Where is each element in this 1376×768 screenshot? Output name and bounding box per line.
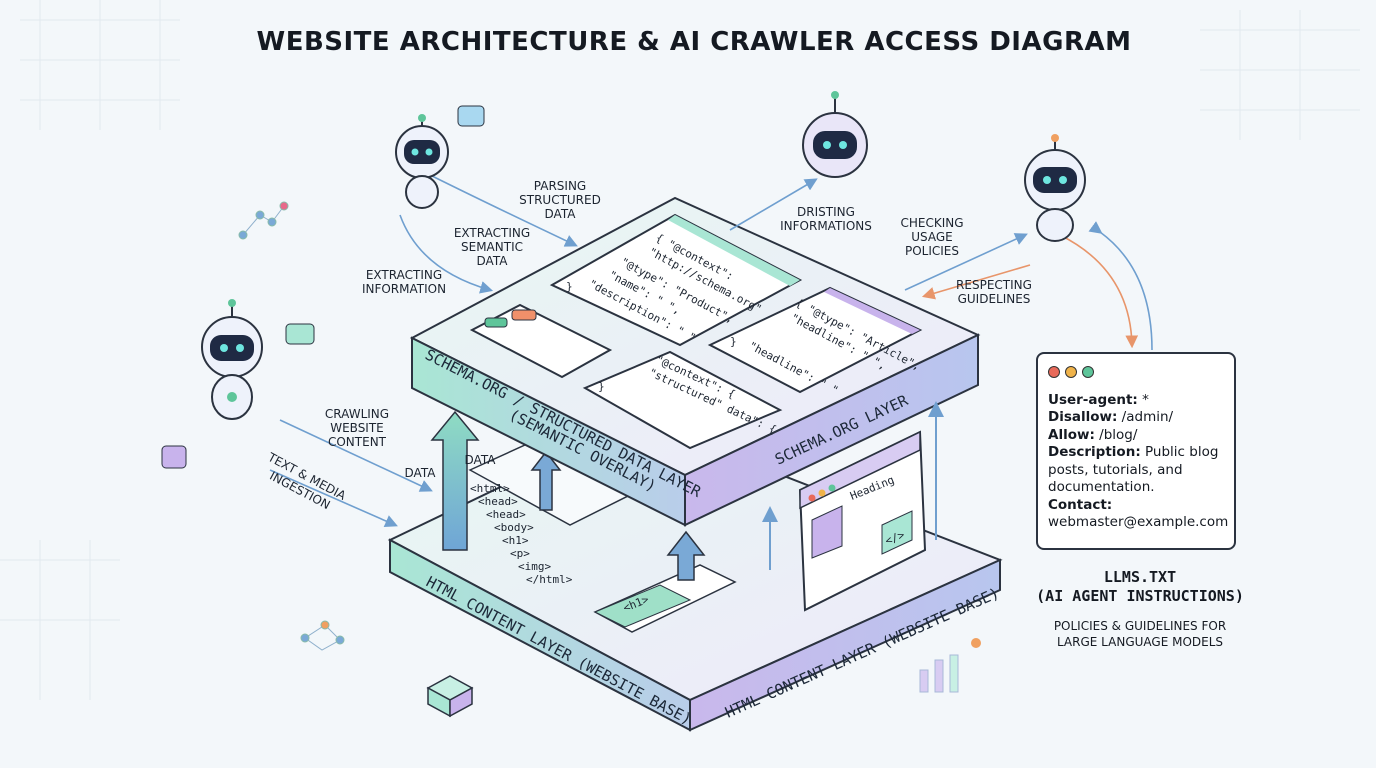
llms-line-description: Description: Public blog posts, tutorial… (1048, 444, 1219, 495)
llms-line-contact: Contact: (1048, 496, 1113, 513)
svg-text:WEBSITE: WEBSITE (330, 421, 384, 435)
llms-txt-card: User-agent: * Disallow: /admin/ Allow: /… (1036, 352, 1236, 550)
svg-text:CONTENT: CONTENT (328, 435, 387, 449)
llms-title: LLMS.TXT(AI AGENT INSTRUCTIONS) (1036, 568, 1244, 605)
svg-text:</html>: </html> (526, 573, 573, 586)
svg-text:<h1>: <h1> (502, 534, 529, 547)
data-label: DATA (465, 453, 497, 467)
svg-text:INFORMATIONS: INFORMATIONS (780, 219, 872, 233)
cube-icon (426, 675, 474, 718)
network-nodes-icon (238, 201, 345, 651)
schema-org-layer: SCHEMA.ORG / STRUCTURED DATA LAYER (SEMA… (409, 196, 981, 527)
svg-text:<img>: <img> (518, 560, 551, 573)
crawler-arrows (269, 169, 1028, 527)
arrow (921, 264, 1031, 300)
diagram-title: WEBSITE ARCHITECTURE & AI CRAWLER ACCESS… (257, 27, 1132, 57)
svg-text:RESPECTING: RESPECTING (956, 278, 1032, 292)
background-grid (0, 0, 1360, 700)
data-flow-arrows: DATA DATA (405, 410, 706, 581)
svg-text:}: } (566, 280, 573, 293)
llms-line-disallow: Disallow: /admin/ (1048, 409, 1174, 425)
svg-text:DRISTING: DRISTING (797, 205, 855, 219)
svg-text:USAGE: USAGE (911, 230, 953, 244)
svg-text:DATA: DATA (477, 254, 509, 268)
svg-text:DATA: DATA (545, 207, 577, 221)
data-label: DATA (405, 466, 437, 480)
browser-window-card: Heading </> (798, 430, 927, 612)
arrow (1088, 221, 1153, 351)
contact-email: webmaster@example.com (1048, 514, 1229, 530)
html-code-snippet: <html> <head> <head> <body> <h1> <p> <im… (470, 482, 573, 586)
svg-text:CRAWLING: CRAWLING (325, 407, 389, 421)
dot (971, 638, 981, 648)
window-controls (1048, 366, 1224, 384)
svg-text:<p>: <p> (510, 547, 530, 560)
llms-line-user-agent: User-agent: * (1048, 391, 1149, 408)
svg-text:<html>: <html> (470, 482, 510, 495)
svg-text:SEMANTIC: SEMANTIC (461, 240, 523, 254)
svg-text:<body>: <body> (494, 521, 534, 534)
svg-text:<head>: <head> (478, 495, 518, 508)
svg-text:EXTRACTING: EXTRACTING (366, 268, 442, 282)
ai-crawler-robot-icon (201, 299, 263, 420)
arrow (1059, 234, 1139, 349)
chat-bubble-icon (285, 323, 315, 345)
svg-text:POLICIES: POLICIES (905, 244, 959, 258)
chat-bubble-icon (457, 105, 485, 127)
ai-crawler-robot-icon (1024, 134, 1086, 242)
svg-text:STRUCTURED: STRUCTURED (519, 193, 601, 207)
llms-line-allow: Allow: /blog/ (1048, 426, 1138, 443)
svg-text:<head>: <head> (486, 508, 526, 521)
ai-crawler-robot-icon (802, 91, 868, 178)
svg-text:INFORMATION: INFORMATION (362, 282, 446, 296)
svg-text:}: } (730, 335, 737, 348)
svg-text:}: } (598, 380, 605, 393)
document-icon (161, 445, 187, 469)
svg-text:PARSING: PARSING (534, 179, 586, 193)
svg-text:GUIDELINES: GUIDELINES (958, 292, 1031, 306)
product-json-snippet: { "@context": "http://schema.org" "@type… (566, 231, 764, 344)
svg-text:CHECKING: CHECKING (900, 216, 963, 230)
ai-crawler-robot-icon (395, 114, 449, 209)
svg-text:EXTRACTING: EXTRACTING (454, 226, 530, 240)
bar-chart-icon (919, 654, 959, 693)
